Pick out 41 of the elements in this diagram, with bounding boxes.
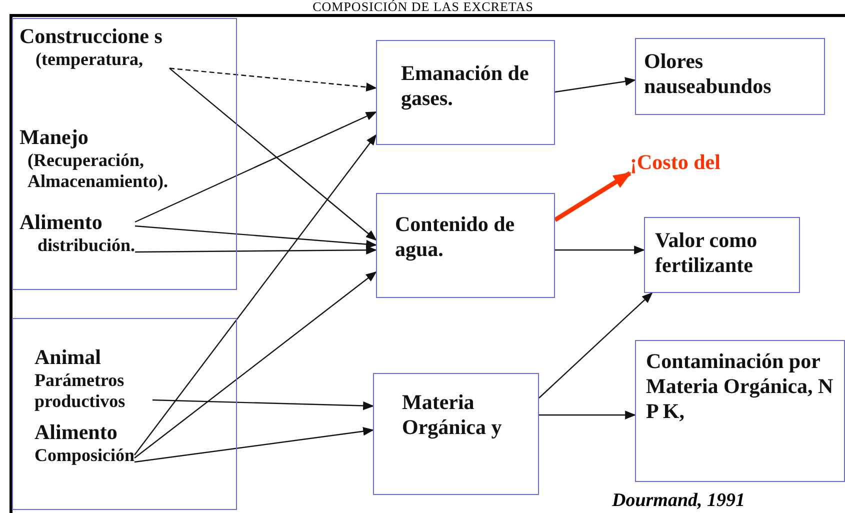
process-box bbox=[373, 373, 539, 495]
arrow bbox=[539, 410, 636, 420]
process-box bbox=[635, 38, 825, 115]
node-subtitle: Parámetros productivos bbox=[34, 370, 126, 413]
arrow bbox=[135, 246, 378, 254]
arrow bbox=[134, 225, 378, 249]
arrow bbox=[152, 399, 374, 410]
arrow bbox=[134, 134, 377, 456]
node-title: ¡Costo del bbox=[630, 150, 720, 176]
arrow bbox=[554, 77, 636, 93]
arrow bbox=[169, 68, 377, 241]
arrow bbox=[555, 246, 646, 254]
node-title: Alimento bbox=[34, 420, 118, 445]
arrow bbox=[169, 68, 378, 92]
arrow bbox=[538, 292, 653, 398]
process-box bbox=[376, 193, 555, 298]
node-title: Contenido de agua. bbox=[395, 212, 516, 262]
arrow bbox=[554, 171, 632, 222]
arrow bbox=[134, 426, 374, 463]
node-title: Olores nauseabundos bbox=[644, 49, 772, 100]
node-title: Valor como fertilizante bbox=[655, 228, 758, 278]
node-title: Materia Orgánica y bbox=[402, 390, 503, 440]
node-title: Contaminación por Materia Orgánica, N P K, bbox=[646, 349, 834, 425]
node-title: Construccione s bbox=[20, 24, 164, 49]
diagram-title: COMPOSICIÓN DE LAS EXCRETAS bbox=[312, 0, 534, 14]
node-title: Alimento bbox=[20, 210, 104, 235]
node-title: Animal bbox=[34, 344, 102, 370]
node-subtitle: distribución. bbox=[36, 234, 136, 256]
arrow bbox=[134, 271, 377, 458]
process-box bbox=[635, 340, 845, 482]
group-box bbox=[12, 18, 237, 290]
process-box bbox=[376, 40, 555, 145]
process-box bbox=[644, 217, 800, 293]
node-title: Emanación de gases. bbox=[401, 61, 530, 112]
node-subtitle: (Recuperación, Almacenamiento). bbox=[26, 150, 169, 193]
node-subtitle: (temperatura, bbox=[34, 48, 144, 70]
node-subtitle: Composición bbox=[34, 444, 135, 466]
citation: Dourmand, 1991 bbox=[612, 490, 746, 512]
arrow bbox=[134, 111, 377, 223]
group-box bbox=[12, 318, 237, 510]
node-title: Manejo bbox=[20, 124, 90, 150]
